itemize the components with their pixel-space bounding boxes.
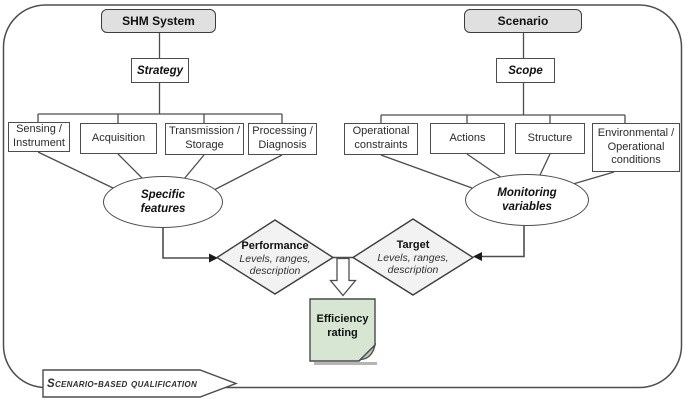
box-strategy: Strategy xyxy=(131,58,189,83)
left-tree-connectors xyxy=(37,33,283,191)
note-efficiency-rating: Efficiency rating xyxy=(316,313,369,340)
box-structure: Structure xyxy=(515,123,585,154)
left-arrowhead-icon xyxy=(473,252,482,261)
ellipse-specific-features-label: Specific features xyxy=(140,188,186,215)
diamond-target xyxy=(351,218,475,296)
box-processing-diagnosis: Processing / Diagnosis xyxy=(248,123,317,155)
down-arrow-icon xyxy=(329,257,357,297)
box-sensing-instrument: Sensing / Instrument xyxy=(8,122,70,152)
box-transmission-storage: Transmission / Storage xyxy=(165,123,244,155)
ellipse-specific-features: Specific features xyxy=(103,176,223,228)
ellipse-monitoring-variables-label: Monitoring variables xyxy=(497,186,557,213)
outer-frame xyxy=(2,4,683,389)
header-scenario: Scenario xyxy=(464,9,582,33)
note-fold-icon xyxy=(358,342,377,362)
diamond-performance xyxy=(215,219,335,295)
header-shm-system: SHM System xyxy=(101,9,216,33)
right-tree-connectors xyxy=(380,33,626,189)
box-actions: Actions xyxy=(430,123,505,154)
box-acquisition: Acquisition xyxy=(80,123,157,154)
ellipse-monitoring-variables: Monitoring variables xyxy=(465,174,589,226)
box-operational-constraints: Operational constraints xyxy=(344,123,418,155)
box-scope: Scope xyxy=(496,58,555,83)
note-efficiency-shape xyxy=(309,298,377,365)
banner-scenario-based-qualification: Scenario-based qualification xyxy=(46,377,198,390)
ellipse-to-diamond-arrows xyxy=(162,226,525,263)
box-environmental-operational-conditions: Environmental / Operational conditions xyxy=(592,123,680,172)
right-arrowhead-icon xyxy=(209,253,218,263)
banner-shape xyxy=(42,369,238,398)
